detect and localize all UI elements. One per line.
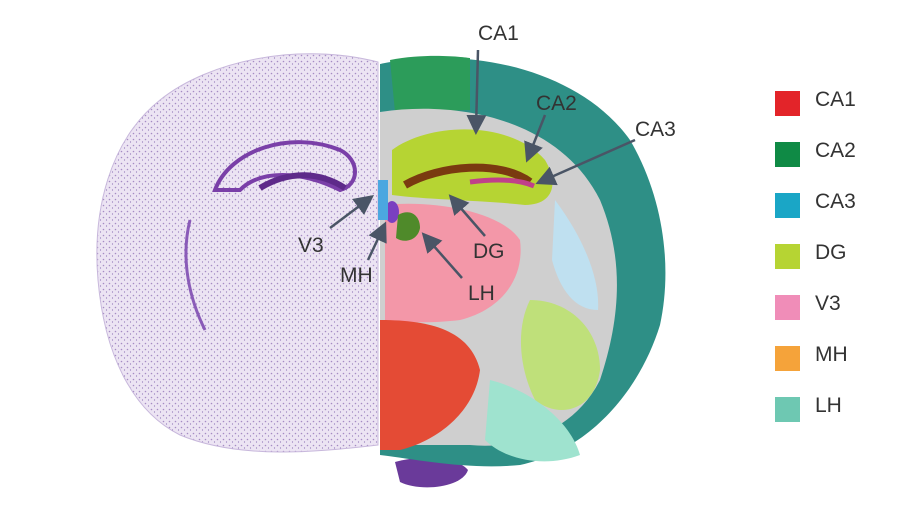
legend-label: MH bbox=[815, 343, 848, 366]
dg-arrow bbox=[448, 194, 486, 237]
legend-label: CA2 bbox=[815, 139, 856, 162]
ca2-arrow bbox=[524, 114, 547, 163]
legend-swatch bbox=[775, 193, 800, 218]
lh-arrow bbox=[421, 232, 463, 279]
ca1-arrow bbox=[466, 49, 487, 135]
ca1-callout: CA1 bbox=[478, 22, 519, 45]
callout-arrows bbox=[329, 49, 636, 279]
legend-swatch bbox=[775, 91, 800, 116]
legend-swatch bbox=[775, 295, 800, 320]
hypothalamus-region bbox=[380, 320, 480, 450]
mh-callout: MH bbox=[340, 264, 373, 287]
legend-label: LH bbox=[815, 394, 842, 417]
amygdala-region bbox=[520, 300, 600, 410]
thalamus-region bbox=[385, 203, 521, 323]
legend-swatch bbox=[775, 244, 800, 269]
legend-swatch bbox=[775, 397, 800, 422]
v3-arrow bbox=[329, 195, 374, 229]
lh-callout: LH bbox=[468, 282, 495, 305]
legend-swatch bbox=[775, 346, 800, 371]
ca3-callout: CA3 bbox=[635, 118, 676, 141]
atlas-hemisphere bbox=[378, 55, 666, 467]
v3-callout: V3 bbox=[298, 234, 324, 257]
ca3-arrow bbox=[535, 138, 636, 186]
mh-region bbox=[385, 201, 399, 223]
legend-label: DG bbox=[815, 241, 847, 264]
legend-swatch bbox=[775, 142, 800, 167]
ca2-callout: CA2 bbox=[536, 92, 577, 115]
legend-label: CA1 bbox=[815, 88, 856, 111]
lh-region bbox=[396, 212, 420, 241]
dg-callout: DG bbox=[473, 240, 505, 263]
nissl-stained-hemisphere bbox=[96, 53, 468, 488]
legend-label: V3 bbox=[815, 292, 841, 315]
mh-arrow bbox=[366, 221, 387, 261]
hippocampus-stain bbox=[212, 140, 357, 193]
legend-label: CA3 bbox=[815, 190, 856, 213]
